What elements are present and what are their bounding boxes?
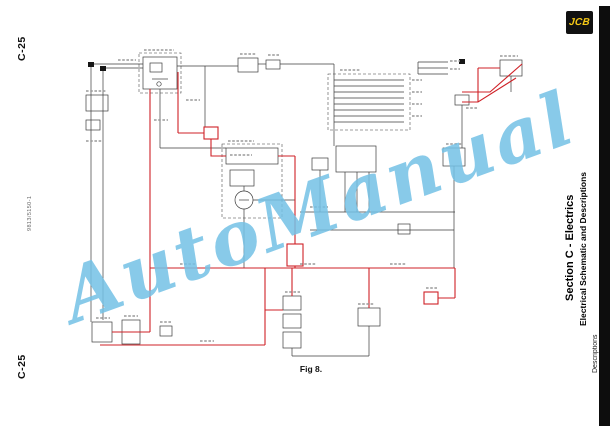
part-number: 9813/5150-1 xyxy=(27,195,33,231)
component-labels xyxy=(86,49,518,342)
page-code-bottom: C-25 xyxy=(16,354,28,380)
jcb-logo-text: JCB xyxy=(568,17,591,28)
side-title-descriptions: Descriptions xyxy=(592,334,599,374)
wire-network xyxy=(85,56,523,357)
solid-terminals xyxy=(88,59,465,71)
dashed-enclosures xyxy=(138,52,411,219)
highlighted-circuit xyxy=(100,63,523,346)
right-black-bar xyxy=(599,6,610,426)
side-title-subtitle: Electrical Schematic and Descriptions xyxy=(578,172,588,327)
figure-label: Fig 8. xyxy=(299,364,323,374)
page-code-top: C-25 xyxy=(16,36,28,62)
side-title-section: Section C - Electrics xyxy=(564,194,576,302)
jcb-logo: JCB xyxy=(566,11,593,34)
